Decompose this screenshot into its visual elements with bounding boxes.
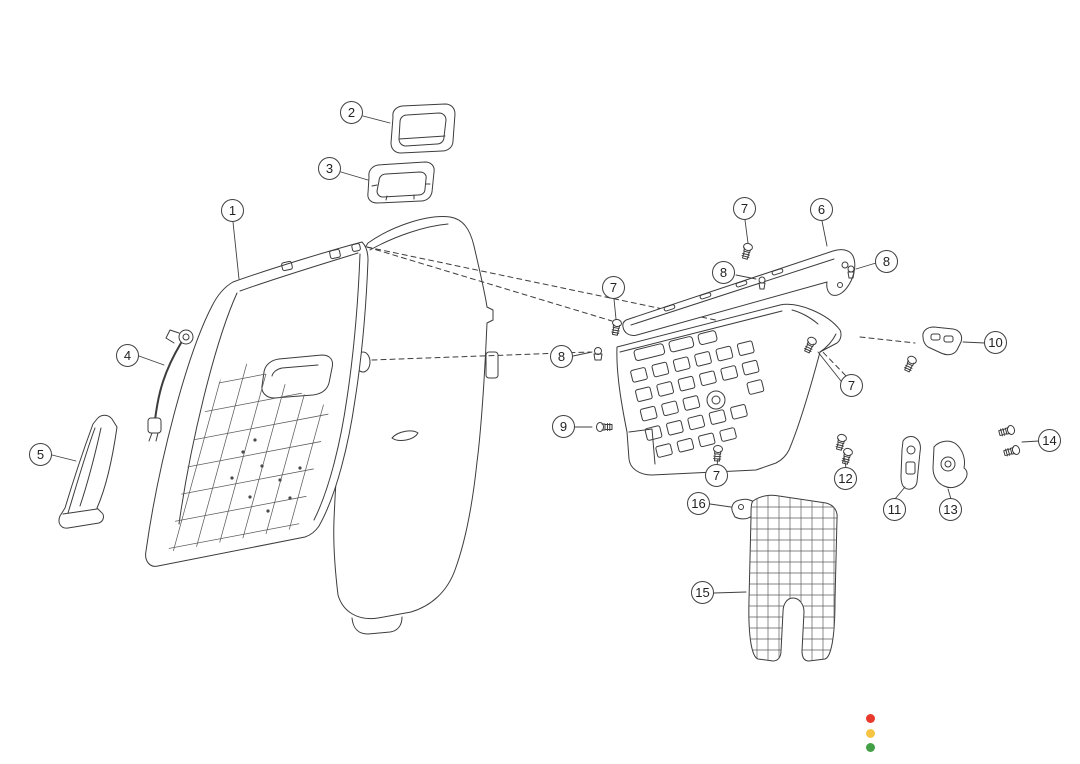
callout-12[interactable]: 12: [834, 467, 857, 490]
trim-panel-part1: [145, 241, 369, 567]
clip-fasteners-part8: [593, 265, 855, 361]
callout-7c[interactable]: 7: [840, 374, 863, 397]
callout-7d[interactable]: 7: [705, 464, 728, 487]
callout-10[interactable]: 10: [984, 331, 1007, 354]
callout-3[interactable]: 3: [318, 157, 341, 180]
callout-leader-lines: [51, 115, 1040, 594]
striker-bracket-part10: [922, 326, 963, 356]
callout-8b[interactable]: 8: [875, 250, 898, 273]
callout-8c[interactable]: 8: [550, 345, 573, 368]
callout-7b[interactable]: 7: [602, 276, 625, 299]
callout-14[interactable]: 14: [1038, 429, 1061, 452]
upper-rail-part6: [622, 249, 856, 336]
callout-9[interactable]: 9: [552, 415, 575, 438]
bezel-part3: [367, 161, 435, 204]
callout-7a[interactable]: 7: [733, 197, 756, 220]
bracket-part11: [900, 436, 921, 490]
callout-5[interactable]: 5: [29, 443, 52, 466]
callout-15[interactable]: 15: [691, 581, 714, 604]
inner-panel-bracket: [616, 303, 842, 476]
callout-6[interactable]: 6: [810, 198, 833, 221]
lower-grid-bracket-part15: [748, 494, 838, 662]
panel-vent-holes: [630, 330, 765, 458]
callout-11[interactable]: 11: [883, 498, 906, 521]
pillar-trim-part5: [58, 414, 118, 529]
callout-4[interactable]: 4: [116, 344, 139, 367]
cable-latch-part4: [147, 329, 194, 442]
green-status-dot: [866, 743, 875, 752]
yellow-status-dot: [866, 729, 875, 738]
callout-16[interactable]: 16: [687, 492, 710, 515]
callout-2[interactable]: 2: [340, 101, 363, 124]
callout-8a[interactable]: 8: [712, 261, 735, 284]
panel-fastener-dots: [230, 438, 302, 513]
latch-part13: [932, 440, 968, 489]
cup-holder-part2: [390, 103, 456, 154]
callout-13[interactable]: 13: [939, 498, 962, 521]
red-status-dot: [866, 714, 875, 723]
callout-1[interactable]: 1: [221, 199, 244, 222]
